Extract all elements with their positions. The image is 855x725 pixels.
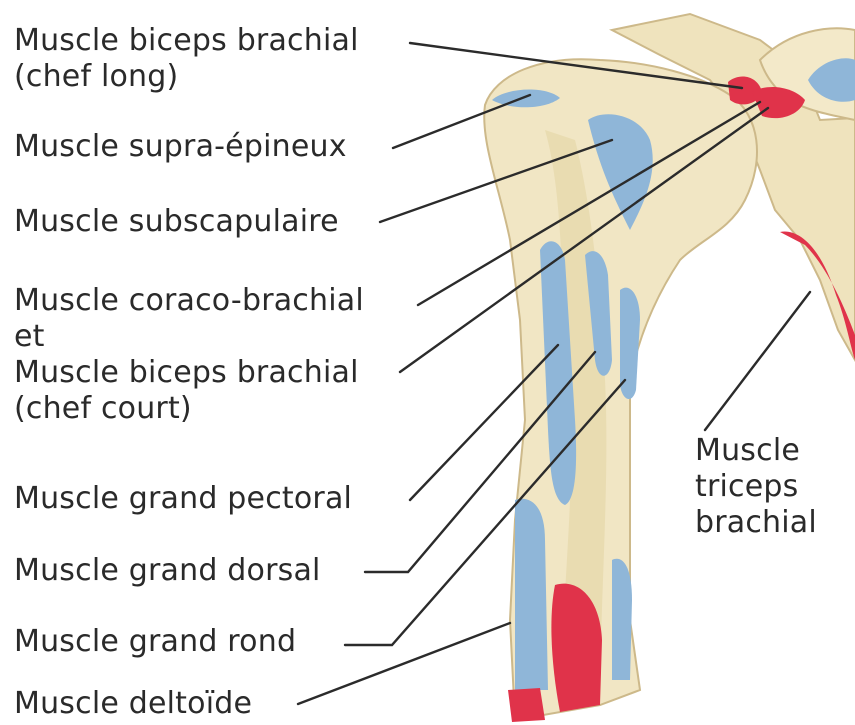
label-biceps-long-line1: Muscle biceps brachial	[14, 22, 359, 59]
label-triceps-line3: brachial	[695, 504, 817, 541]
label-triceps-line2: triceps	[695, 468, 798, 505]
label-deltoide: Muscle deltoïde	[14, 685, 252, 722]
label-coraco-line4: (chef court)	[14, 390, 192, 427]
label-triceps-line1: Muscle	[695, 432, 800, 469]
label-grand-dorsal: Muscle grand dorsal	[14, 552, 321, 589]
label-coraco-line3: Muscle biceps brachial	[14, 354, 359, 391]
leader-line-deltoide	[298, 623, 510, 704]
lower-right-blue-area	[612, 559, 632, 680]
label-grand-rond: Muscle grand rond	[14, 623, 296, 660]
label-supra-epineux: Muscle supra-épineux	[14, 128, 347, 165]
leader-line-triceps	[705, 292, 810, 430]
label-coraco-line2: et	[14, 318, 45, 355]
label-biceps-long-line2: (chef long)	[14, 58, 178, 95]
coracobrachialis-area	[515, 499, 548, 690]
label-coraco-line1: Muscle coraco-brachial	[14, 282, 364, 319]
lower-red-area	[508, 688, 545, 722]
label-grand-pectoral: Muscle grand pectoral	[14, 480, 352, 517]
label-subscapulaire: Muscle subscapulaire	[14, 203, 339, 240]
